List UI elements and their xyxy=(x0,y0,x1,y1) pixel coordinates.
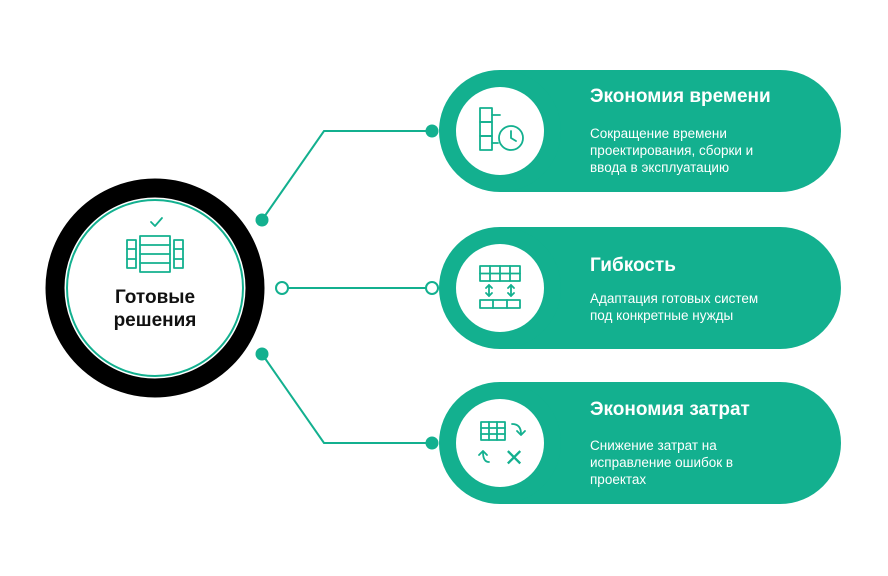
hub-title-line-1: Готовые xyxy=(114,287,196,308)
x-mark-icon: ✕ xyxy=(504,444,524,472)
benefit-card-2 xyxy=(439,227,841,349)
benefit-card-1-badge-inner xyxy=(456,87,544,175)
benefit-1-title: Экономия времени xyxy=(590,86,771,107)
benefit-3-title: Экономия затрат xyxy=(590,399,750,420)
benefit-1-description-line-2: проектирования, сборки и xyxy=(590,143,754,158)
benefit-3-description-line-1: Снижение затрат на xyxy=(590,438,717,453)
benefit-card-1 xyxy=(439,70,841,192)
hub-ring xyxy=(45,178,265,398)
connector-1 xyxy=(261,130,432,221)
blocks-clock-icon xyxy=(479,107,524,151)
benefit-3-description: Снижение затрат на исправление ошибок в … xyxy=(590,437,733,488)
benefit-3-description-line-3: проектах xyxy=(590,472,647,487)
hub-inner-ring xyxy=(66,199,244,377)
hub xyxy=(45,178,265,398)
connector-3-end-dot xyxy=(425,436,439,450)
benefit-2-description: Адаптация готовых систем под конкретные … xyxy=(590,290,758,324)
connector-1-end-dot xyxy=(425,124,439,138)
benefit-card-2-badge-inner xyxy=(456,244,544,332)
benefit-1-description-line-1: Сокращение времени xyxy=(590,126,727,141)
benefit-2-description-line-1: Адаптация готовых систем xyxy=(590,291,759,306)
benefit-card-2-pill xyxy=(500,227,841,349)
table-adjust-icon xyxy=(479,265,521,309)
connector-3-start-dot xyxy=(255,347,269,361)
connector-2-start-dot xyxy=(275,281,289,295)
hub-title: Готовые решения xyxy=(90,286,220,332)
connector-1-start-dot xyxy=(255,213,269,227)
benefit-card-3: ✕ xyxy=(439,382,841,504)
benefit-card-3-badge-inner xyxy=(456,399,544,487)
benefit-card-1-pill xyxy=(500,70,841,192)
benefit-2-description-line-2: под конкретные нужды xyxy=(590,308,734,323)
table-check-icon xyxy=(126,217,184,273)
benefit-3-description-line-2: исправление ошибок в xyxy=(590,455,734,470)
table-error-fix-icon xyxy=(478,421,526,463)
benefit-1-description: Сокращение времени проектирования, сборк… xyxy=(590,125,753,176)
connectors xyxy=(261,130,432,444)
hub-title-line-2: решения xyxy=(113,310,197,331)
connector-3 xyxy=(261,353,432,444)
connector-2-end-dot xyxy=(425,281,439,295)
benefit-2-title: Гибкость xyxy=(590,255,676,276)
benefit-card-3-pill xyxy=(500,382,841,504)
benefit-1-description-line-3: ввода в эксплуатацию xyxy=(590,160,730,175)
